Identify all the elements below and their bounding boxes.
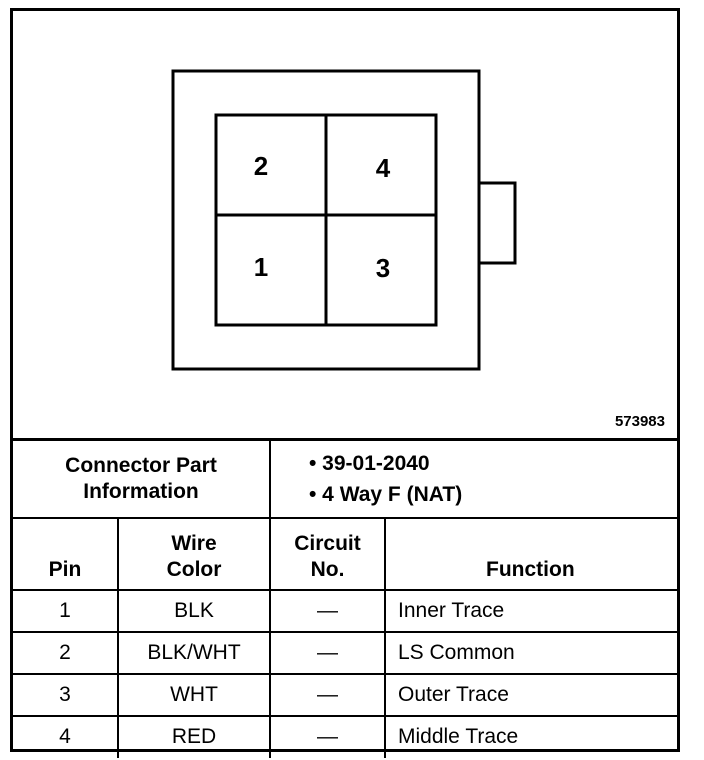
figure-id: 573983 (614, 413, 665, 430)
wire-color-cell: BLK/WHT (117, 630, 271, 675)
connector-info-label: Connector Part Information (13, 438, 271, 519)
header-circuit-line2: No. (310, 557, 345, 581)
pin-label-3: 3 (376, 253, 390, 283)
pin-label-4: 4 (376, 153, 391, 183)
function-cell: Inner Trace (384, 588, 677, 633)
header-function: Function (384, 516, 677, 591)
table-row: 4 RED — Middle Trace (13, 714, 677, 758)
connector-info-label-line1: Connector Part (65, 453, 217, 477)
header-wire-color: Wire Color (117, 516, 271, 591)
connector-face-drawing: 2 4 1 3 (171, 69, 517, 371)
table-header-row: Pin Wire Color Circuit No. Function (13, 516, 677, 591)
connector-sheet: 2 4 1 3 573983 Connector Part Informatio… (10, 8, 680, 758)
pin-cell: 1 (13, 588, 119, 633)
header-circuit-line1: Circuit (294, 531, 361, 555)
wire-color-cell: WHT (117, 672, 271, 717)
connector-info-row: Connector Part Information • 39-01-2040 … (13, 438, 677, 519)
header-pin: Pin (13, 516, 119, 591)
function-cell: Outer Trace (384, 672, 677, 717)
connector-description: • 4 Way F (NAT) (309, 482, 463, 506)
part-number: • 39-01-2040 (309, 451, 430, 475)
wire-color-cell: RED (117, 714, 271, 758)
pinout-table: Connector Part Information • 39-01-2040 … (13, 438, 677, 758)
pin-cell: 4 (13, 714, 119, 758)
header-circuit: Circuit No. (269, 516, 386, 591)
pin-label-1: 1 (254, 252, 268, 282)
function-cell: LS Common (384, 630, 677, 675)
function-cell: Middle Trace (384, 714, 677, 758)
connector-info-label-line2: Information (83, 479, 199, 503)
pin-cell: 2 (13, 630, 119, 675)
pin-cavity-4 (324, 113, 438, 217)
circuit-cell: — (269, 630, 386, 675)
connector-info-values: • 39-01-2040 • 4 Way F (NAT) (269, 438, 677, 519)
header-wire-color-line1: Wire (171, 531, 217, 555)
connector-latch (477, 181, 517, 265)
pin-cavity-3 (324, 213, 438, 327)
pin-cell: 3 (13, 672, 119, 717)
table-row: 2 BLK/WHT — LS Common (13, 630, 677, 675)
wire-color-cell: BLK (117, 588, 271, 633)
pin-label-2: 2 (254, 151, 268, 181)
pin-cavity-1 (214, 213, 328, 327)
circuit-cell: — (269, 588, 386, 633)
table-row: 1 BLK — Inner Trace (13, 588, 677, 633)
circuit-cell: — (269, 714, 386, 758)
circuit-cell: — (269, 672, 386, 717)
pin-cavity-2 (214, 113, 328, 217)
table-row: 3 WHT — Outer Trace (13, 672, 677, 717)
header-wire-color-line2: Color (166, 557, 222, 581)
connector-diagram: 2 4 1 3 573983 (13, 11, 677, 439)
